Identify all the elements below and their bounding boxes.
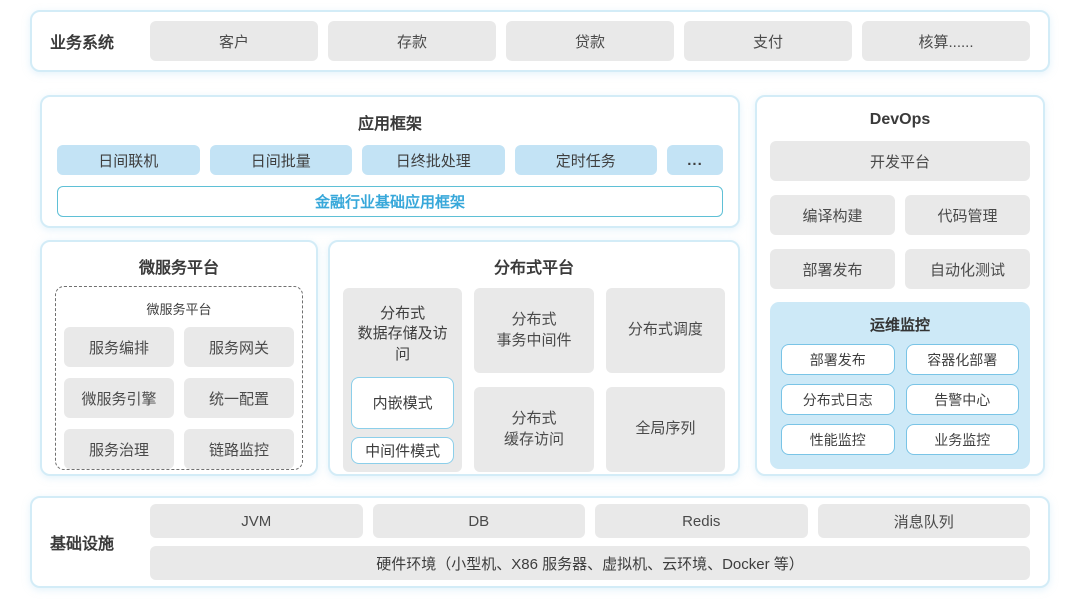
microservice-inner-box: 微服务平台 服务编排 服务网关 微服务引擎 统一配置 服务治理 链路监控 bbox=[55, 286, 303, 470]
module-redis: Redis bbox=[595, 504, 808, 538]
module-code-management: 代码管理 bbox=[905, 195, 1030, 235]
module-distributed-transaction-middleware: 分布式 事务中间件 bbox=[474, 288, 594, 373]
module-distributed-logging: 分布式日志 bbox=[781, 384, 895, 415]
microservice-platform-title: 微服务平台 bbox=[138, 260, 219, 277]
module-distributed-data-storage: 分布式 数据存储及访问 内嵌模式 中间件模式 bbox=[343, 288, 463, 472]
module-automated-testing: 自动化测试 bbox=[905, 249, 1030, 289]
microservice-modules: 服务编排 服务网关 微服务引擎 统一配置 服务治理 链路监控 bbox=[64, 327, 294, 469]
module-containerized-deployment: 容器化部署 bbox=[905, 344, 1019, 375]
app-framework-panel: 应用框架 日间联机 日间批量 日终批处理 定时任务 ... 金融行业基础应用框架 bbox=[40, 95, 740, 228]
module-microservice-engine: 微服务引擎 bbox=[64, 378, 174, 418]
module-performance-monitoring: 性能监控 bbox=[781, 424, 895, 455]
devops-modules: 编译构建 代码管理 部署发布 自动化测试 bbox=[770, 195, 1030, 289]
module-ops-deploy-release: 部署发布 bbox=[781, 344, 895, 375]
app-framework-modules: 日间联机 日间批量 日终批处理 定时任务 ... bbox=[57, 145, 723, 175]
infrastructure-label: 基础设施 bbox=[50, 536, 115, 553]
ops-monitoring-panel: 运维监控 部署发布 容器化部署 分布式日志 告警中心 性能监控 业务监控 bbox=[770, 302, 1030, 469]
business-system-accounting: 核算...... bbox=[862, 21, 1030, 61]
business-system-customer: 客户 bbox=[150, 21, 318, 61]
module-deploy-release: 部署发布 bbox=[770, 249, 895, 289]
module-more-ellipsis: ... bbox=[667, 145, 723, 175]
finance-base-framework-box: 金融行业基础应用框架 bbox=[57, 186, 723, 217]
hardware-environment-bar: 硬件环境（小型机、X86 服务器、虚拟机、云环境、Docker 等） bbox=[150, 546, 1030, 580]
business-systems-panel: 业务系统 客户 存款 贷款 支付 核算...... bbox=[30, 10, 1050, 72]
module-middleware-mode: 中间件模式 bbox=[351, 436, 455, 464]
distributed-platform-title: 分布式平台 bbox=[493, 260, 574, 277]
distributed-col-right: 分布式调度 全局序列 bbox=[605, 288, 725, 472]
module-jvm: JVM bbox=[150, 504, 363, 538]
distributed-platform-panel: 分布式平台 分布式 数据存储及访问 内嵌模式 中间件模式 分布式 事务中间件 分… bbox=[328, 240, 740, 476]
infrastructure-items: JVM DB Redis 消息队列 硬件环境（小型机、X86 服务器、虚拟机、云… bbox=[150, 504, 1030, 580]
module-daytime-online: 日间联机 bbox=[57, 145, 200, 175]
module-business-monitoring: 业务监控 bbox=[905, 424, 1019, 455]
business-system-loan: 贷款 bbox=[506, 21, 674, 61]
distributed-col-storage: 分布式 数据存储及访问 内嵌模式 中间件模式 bbox=[343, 288, 463, 472]
module-daytime-batch: 日间批量 bbox=[209, 145, 352, 175]
distributed-modules: 分布式 数据存储及访问 内嵌模式 中间件模式 分布式 事务中间件 分布式 缓存访… bbox=[343, 288, 725, 472]
app-framework-title: 应用框架 bbox=[357, 116, 422, 133]
business-systems-label: 业务系统 bbox=[50, 35, 115, 52]
module-distributed-cache-access: 分布式 缓存访问 bbox=[474, 387, 594, 472]
ops-monitoring-modules: 部署发布 容器化部署 分布式日志 告警中心 性能监控 业务监控 bbox=[781, 344, 1019, 455]
module-service-gateway: 服务网关 bbox=[184, 327, 294, 367]
module-embedded-mode: 内嵌模式 bbox=[351, 376, 455, 429]
module-scheduled-tasks: 定时任务 bbox=[514, 145, 657, 175]
distributed-data-storage-title: 分布式 数据存储及访问 bbox=[357, 305, 448, 363]
microservice-inner-title: 微服务平台 bbox=[146, 302, 212, 317]
distributed-col-middle: 分布式 事务中间件 分布式 缓存访问 bbox=[474, 288, 594, 472]
module-db: DB bbox=[372, 504, 585, 538]
devops-panel: DevOps 开发平台 编译构建 代码管理 部署发布 自动化测试 运维监控 部署… bbox=[755, 95, 1045, 476]
module-eod-batch: 日终批处理 bbox=[362, 145, 505, 175]
ops-monitoring-title: 运维监控 bbox=[869, 317, 930, 334]
module-distributed-scheduling: 分布式调度 bbox=[605, 288, 725, 373]
module-service-governance: 服务治理 bbox=[64, 429, 174, 469]
module-alert-center: 告警中心 bbox=[905, 384, 1019, 415]
business-systems-items: 客户 存款 贷款 支付 核算...... bbox=[150, 21, 1030, 61]
module-unified-config: 统一配置 bbox=[184, 378, 294, 418]
microservice-platform-panel: 微服务平台 微服务平台 服务编排 服务网关 微服务引擎 统一配置 服务治理 链路… bbox=[40, 240, 318, 476]
module-compile-build: 编译构建 bbox=[770, 195, 895, 235]
module-dev-platform: 开发平台 bbox=[770, 141, 1030, 181]
module-link-monitoring: 链路监控 bbox=[184, 429, 294, 469]
module-message-queue: 消息队列 bbox=[817, 504, 1030, 538]
business-system-deposit: 存款 bbox=[328, 21, 496, 61]
infrastructure-row: JVM DB Redis 消息队列 bbox=[150, 504, 1030, 538]
business-system-payment: 支付 bbox=[684, 21, 852, 61]
module-global-sequence: 全局序列 bbox=[605, 387, 725, 472]
module-service-orchestration: 服务编排 bbox=[64, 327, 174, 367]
infrastructure-panel: 基础设施 JVM DB Redis 消息队列 硬件环境（小型机、X86 服务器、… bbox=[30, 496, 1050, 588]
devops-title: DevOps bbox=[869, 111, 931, 128]
